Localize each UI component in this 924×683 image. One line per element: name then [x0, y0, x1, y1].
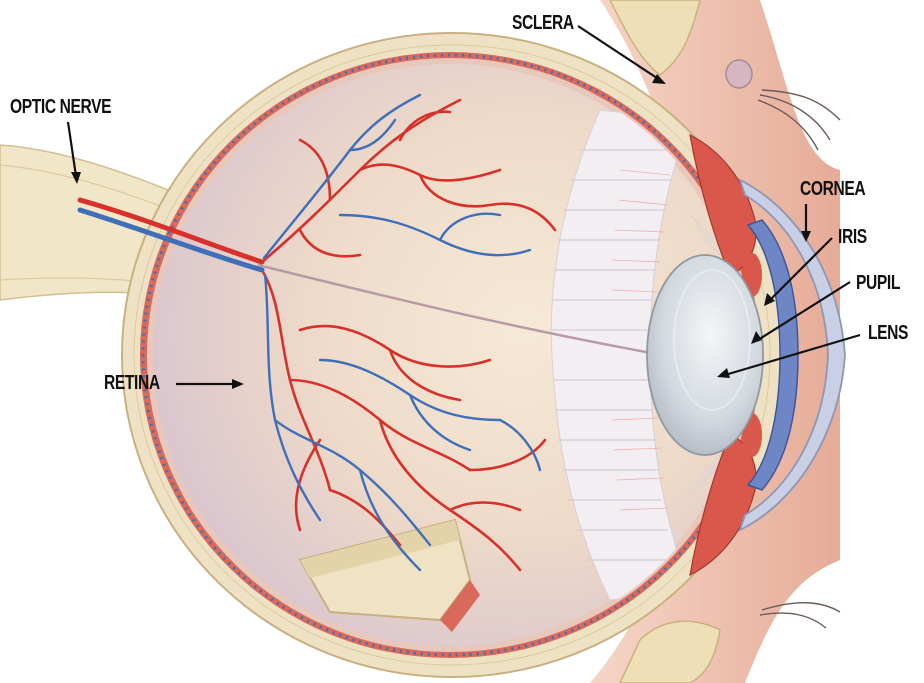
label-lens: LENS [868, 322, 908, 345]
lens-body [647, 255, 763, 455]
label-sclera: SCLERA [512, 12, 574, 35]
label-iris: IRIS [838, 226, 867, 249]
label-cornea: CORNEA [800, 178, 865, 201]
label-retina: RETINA [104, 372, 160, 395]
label-optic-nerve: OPTIC NERVE [10, 96, 111, 119]
label-pupil: PUPIL [856, 272, 900, 295]
